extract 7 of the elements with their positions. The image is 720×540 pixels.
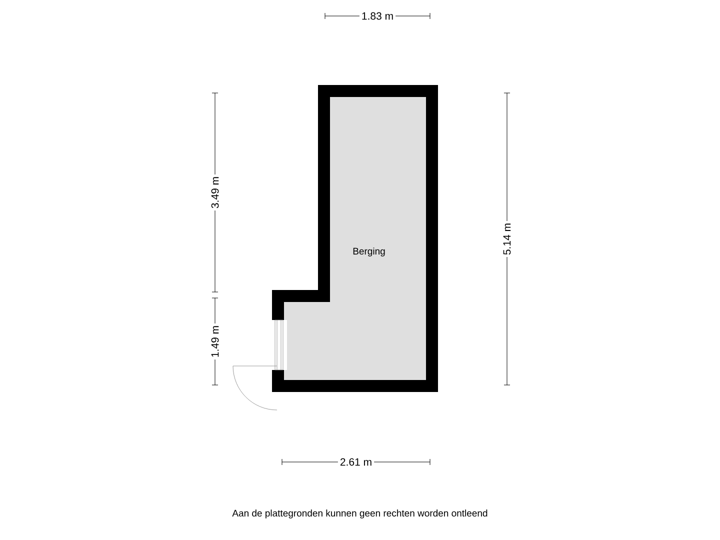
dimension-label: 2.61 m xyxy=(338,456,374,468)
caption: Aan de plattegronden kunnen geen rechten worden ontleend xyxy=(232,510,488,518)
dimension-label: 1.83 m xyxy=(359,10,396,22)
room-floor: Berging xyxy=(284,97,426,380)
dimension-label: 5.14 m xyxy=(501,220,513,258)
dimension-label: 1.49 m xyxy=(209,323,221,360)
dimension-label: 3.49 m xyxy=(209,174,221,211)
